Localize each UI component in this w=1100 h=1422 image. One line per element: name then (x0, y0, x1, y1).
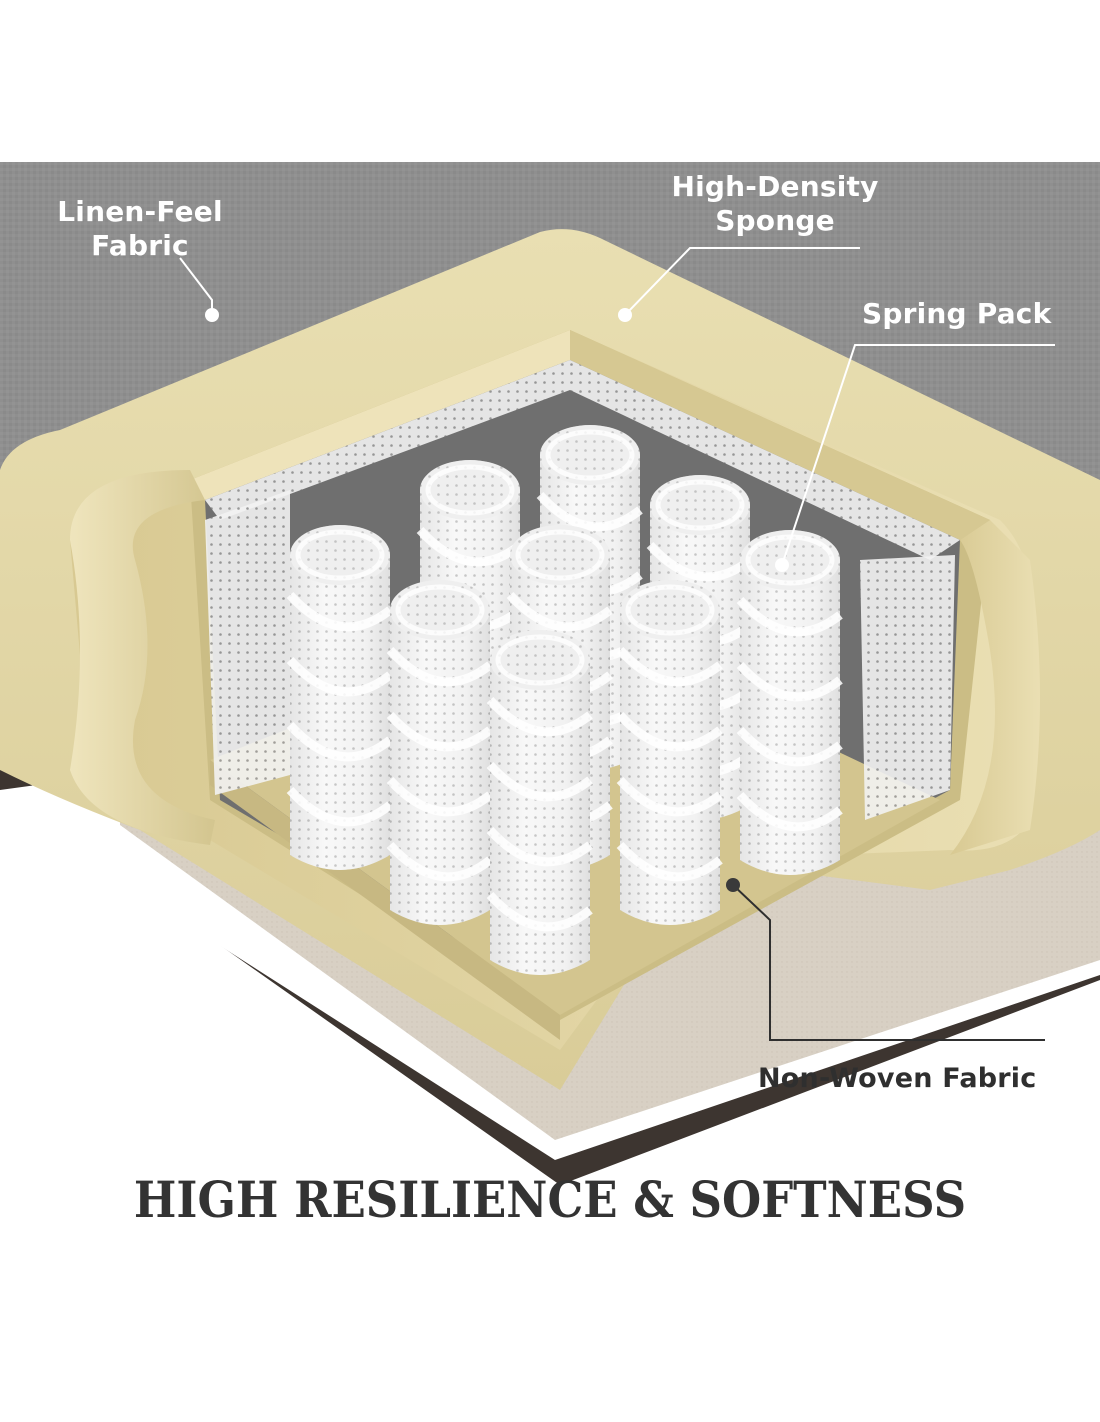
callout-dot-icon (618, 308, 632, 322)
label-high-density-sponge: High-Density Sponge (665, 170, 885, 238)
label-line: Linen-Feel (57, 195, 223, 228)
label-spring-pack: Spring Pack (862, 297, 1052, 330)
callout-dot-icon (775, 558, 789, 572)
callout-dot-icon (726, 878, 740, 892)
label-line: High-Density (671, 170, 879, 203)
page-headline: HIGH RESILIENCE & SOFTNESS (133, 1170, 967, 1229)
label-non-woven-fabric: Non-Woven Fabric (758, 1063, 1037, 1094)
label-line: Fabric (91, 229, 189, 262)
callout-dot-icon (205, 308, 219, 322)
label-line: Sponge (715, 204, 835, 237)
label-linen-feel-fabric: Linen-Feel Fabric (40, 195, 240, 263)
